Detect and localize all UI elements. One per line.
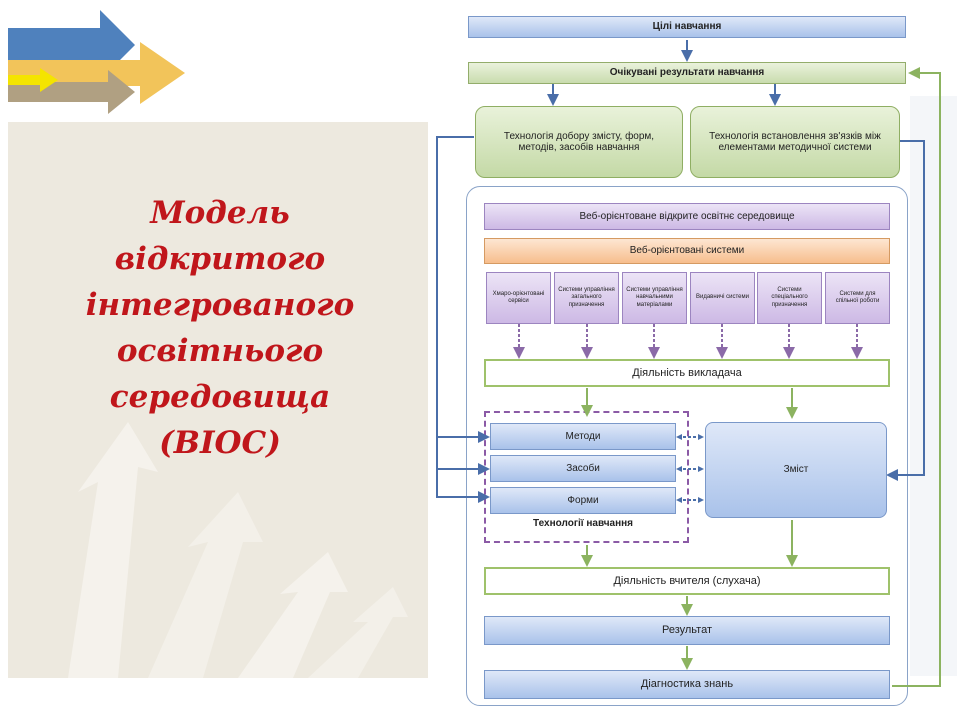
tan-arrow-shape [8, 70, 135, 114]
learning-tech-label: Технології навчання [532, 518, 633, 529]
title-line: Модель [150, 195, 290, 231]
slide-title: Модель відкритого інтегрованого освітньо… [20, 190, 420, 466]
diagnostics-box: Діагностика знань [484, 670, 890, 699]
forms-box: Форми [490, 487, 676, 514]
side-panel [910, 96, 957, 676]
result-box: Результат [484, 616, 890, 645]
content-box: Зміст [705, 422, 887, 518]
subsystem-box: Хмаро-орієнтовані сервіси [486, 272, 551, 324]
yellow-arrow-shape [8, 68, 58, 92]
left-title-panel [8, 122, 428, 678]
subsystem-box: Системи для спільної роботи [825, 272, 890, 324]
subsystem-box: Видавничі системи [690, 272, 755, 324]
tools-box: Засоби [490, 455, 676, 482]
learner-activity-box: Діяльність вчителя (слухача) [484, 567, 890, 595]
title-line: (ВІОС) [159, 425, 281, 461]
web-systems-box: Веб-орієнтовані системи [484, 238, 890, 264]
title-line: середовища [109, 379, 331, 415]
gold-arrow-shape [8, 42, 185, 104]
tech-links-box: Технологія встановлення зв'язків між еле… [690, 106, 900, 178]
web-open-env-box: Веб-орієнтоване відкрите освітнє середов… [484, 203, 890, 230]
tech-selection-box: Технологія добору змісту, форм, методів,… [475, 106, 683, 178]
goals-box: Цілі навчання [468, 16, 906, 38]
title-line: відкритого [114, 241, 326, 277]
teacher-activity-box: Діяльність викладача [484, 359, 890, 387]
subsystem-box: Системи спеціального призначення [757, 272, 822, 324]
subsystem-box: Системи управління загального призначенн… [554, 272, 619, 324]
methods-box: Методи [490, 423, 676, 450]
expected-results-box: Очікувані результати навчання [468, 62, 906, 84]
faded-arrows-background [68, 422, 408, 678]
title-line: інтегрованого [85, 287, 355, 323]
title-line: освітнього [116, 333, 324, 369]
subsystem-box: Системи управління навчальними матеріала… [622, 272, 687, 324]
